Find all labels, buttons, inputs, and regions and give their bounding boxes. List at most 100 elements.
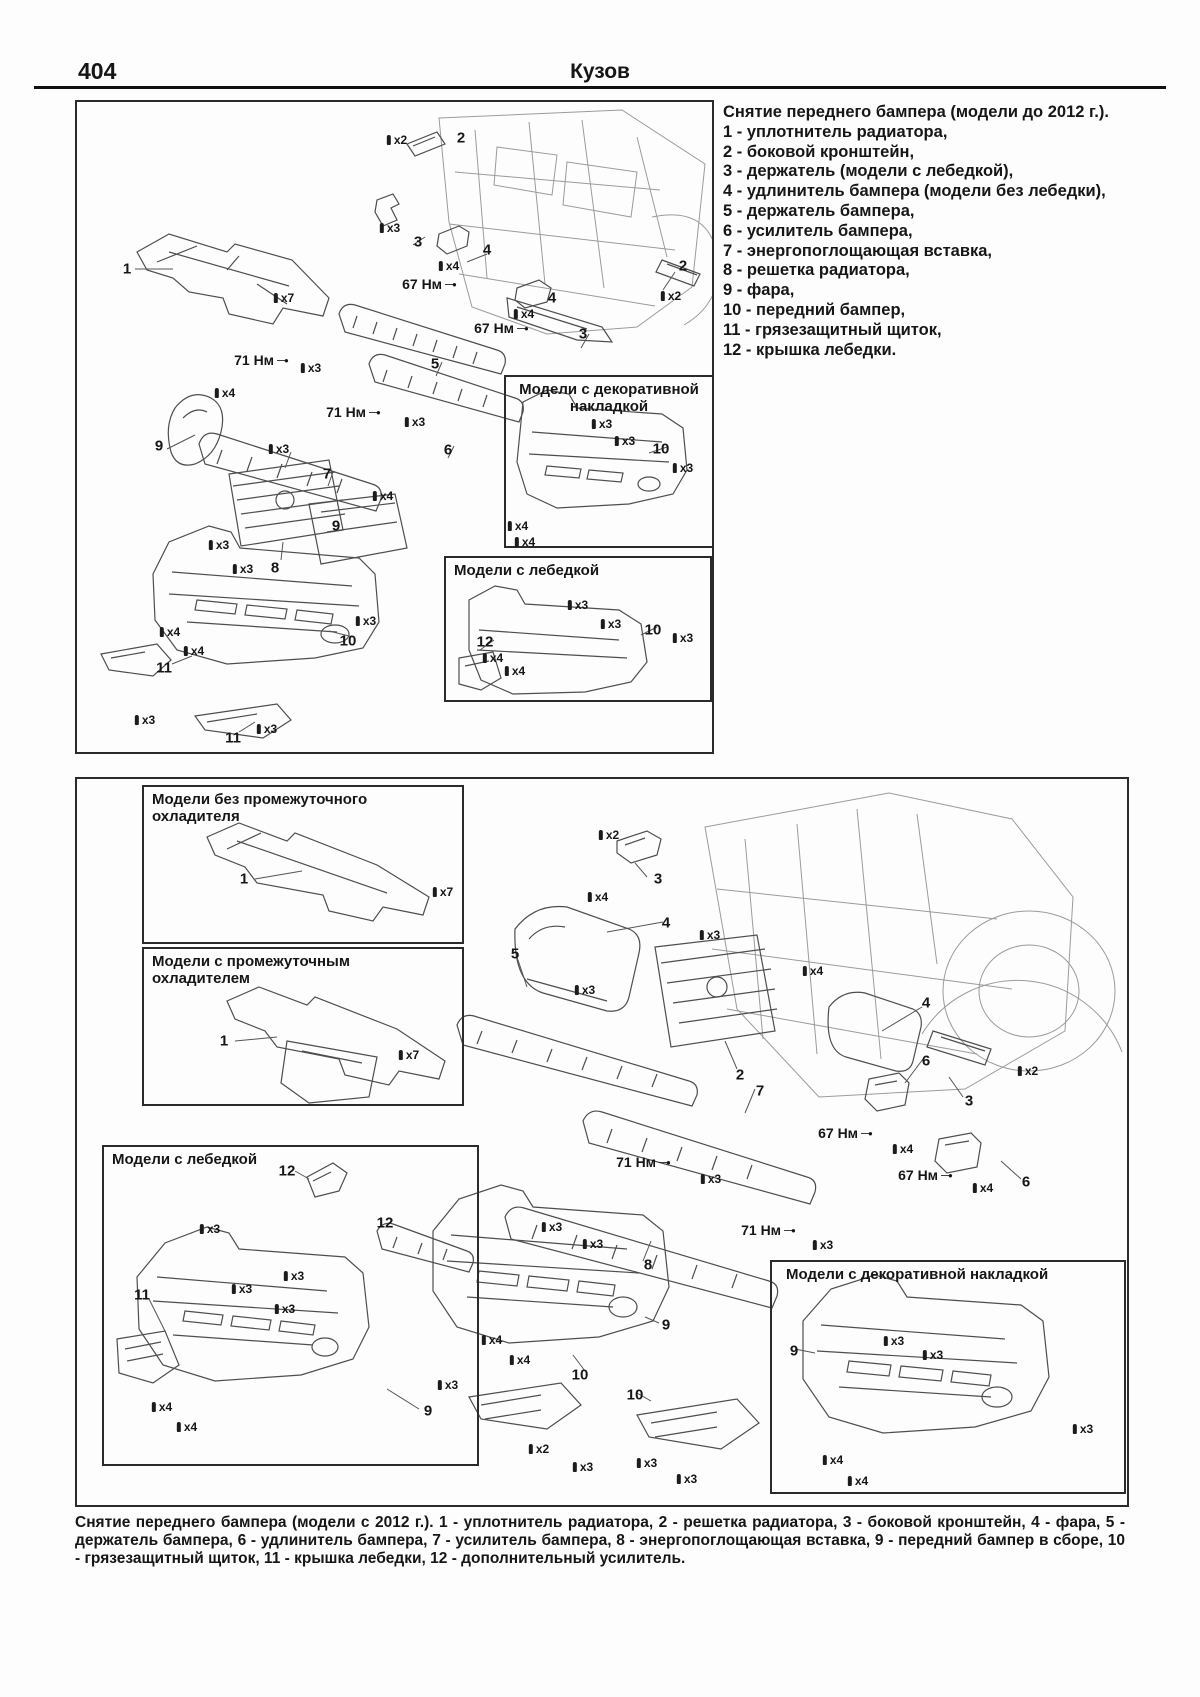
part-callout: 4: [547, 289, 557, 307]
part-callout: 1: [122, 260, 132, 278]
legend-item: 10 - передний бампер,: [723, 300, 906, 319]
fastener-count: x3: [284, 1269, 304, 1283]
part-callout: 6: [1021, 1173, 1031, 1191]
part-callout: 10: [644, 621, 662, 639]
fastener-count: x3: [673, 461, 693, 475]
part-callout: 9: [154, 437, 164, 455]
fastener-count: x3: [380, 221, 400, 235]
legend-item: 11 - грязезащитный щиток,: [723, 320, 942, 339]
part-callout: 11: [156, 659, 172, 677]
part-callout: 2: [735, 1066, 745, 1084]
fastener-count: x3: [813, 1238, 833, 1252]
inset-box-with-intercooler: Модели с промежуточным охладителем: [142, 947, 464, 1106]
legend-item: 8 - решетка радиатора,: [723, 261, 910, 280]
fastener-count: x3: [209, 538, 229, 552]
part-callout: 4: [482, 241, 492, 259]
legend-title: Снятие переднего бампера (модели до 2012…: [723, 103, 1109, 121]
exploded-figure-pre2012: Модели с декоративной накладкой Модели с…: [75, 100, 714, 754]
part-callout: 5: [510, 945, 520, 963]
figure-legend: Снятие переднего бампера (модели до 2012…: [723, 103, 1121, 360]
legend-item: 9 - фара,: [723, 281, 795, 300]
fastener-count: x2: [661, 289, 681, 303]
part-callout: 12: [476, 633, 494, 651]
part-callout: 6: [921, 1052, 931, 1070]
fastener-count: x4: [803, 964, 823, 978]
legend-item: 2 - боковой кронштейн,: [723, 142, 915, 161]
page-number: 404: [78, 58, 117, 84]
fastener-count: x3: [583, 1237, 603, 1251]
inset-box-decorative-trim-top: Модели с декоративной накладкой: [504, 375, 714, 548]
inset-title: Модели с декоративной накладкой: [519, 381, 699, 415]
part-callout: 1: [239, 870, 249, 888]
fastener-count: x4: [482, 1333, 502, 1347]
part-callout: 12: [376, 1214, 394, 1232]
inset-box-no-intercooler: Модели без промежуточного охладителя: [142, 785, 464, 944]
fastener-count: x4: [483, 651, 503, 665]
fastener-count: x4: [514, 307, 534, 321]
inset-title: Модели с промежуточным охладителем: [152, 953, 350, 987]
fastener-count: x3: [200, 1222, 220, 1236]
legend-item: 5 - держатель бампера,: [723, 201, 915, 220]
fastener-count: x3: [592, 417, 612, 431]
fastener-count: x3: [356, 614, 376, 628]
part-callout: 10: [339, 632, 357, 650]
fastener-count: x3: [135, 713, 155, 727]
fastener-count: x3: [673, 631, 693, 645]
fastener-count: x4: [848, 1474, 868, 1488]
part-callout: 10: [626, 1386, 644, 1404]
fastener-count: x4: [823, 1453, 843, 1467]
fastener-count: x3: [575, 983, 595, 997]
part-callout: 1: [219, 1032, 229, 1050]
part-callout: 3: [413, 233, 423, 251]
part-callout: 11: [134, 1286, 150, 1304]
fastener-count: x3: [615, 434, 635, 448]
part-callout: 6: [443, 441, 453, 459]
fastener-count: x7: [399, 1048, 419, 1062]
part-callout: 10: [652, 440, 670, 458]
part-callout: 9: [423, 1402, 433, 1420]
fastener-count: x3: [884, 1334, 904, 1348]
fastener-count: x2: [1018, 1064, 1038, 1078]
legend-item: 7 - энергопоглощающая вставка,: [723, 241, 992, 260]
torque-label: 71 Нм: [234, 352, 288, 368]
part-callout: 2: [678, 257, 688, 275]
legend-item: 1 - уплотнитель радиатора,: [723, 122, 948, 141]
torque-label: 67 Нм: [818, 1125, 872, 1141]
fastener-count: x4: [177, 1420, 197, 1434]
legend-item: 4 - удлинитель бампера (модели без лебед…: [723, 182, 1106, 201]
fastener-count: x4: [373, 489, 393, 503]
fastener-count: x4: [160, 625, 180, 639]
part-callout: 7: [755, 1082, 765, 1100]
fastener-count: x3: [573, 1460, 593, 1474]
fastener-count: x4: [588, 890, 608, 904]
fastener-count: x4: [215, 386, 235, 400]
fastener-count: x3: [233, 562, 253, 576]
inset-box-winch-top: Модели с лебедкой: [444, 556, 712, 702]
legend-item: 6 - усилитель бампера,: [723, 221, 913, 240]
part-callout: 4: [921, 994, 931, 1012]
fastener-count: x4: [505, 664, 525, 678]
legend-item: 12 - крышка лебедки.: [723, 340, 897, 359]
fastener-count: x4: [515, 535, 535, 549]
fastener-count: x4: [184, 644, 204, 658]
inset-title: Модели без промежуточного охладителя: [152, 791, 368, 825]
fastener-count: x3: [438, 1378, 458, 1392]
part-callout: 9: [331, 517, 341, 535]
fastener-count: x3: [701, 1172, 721, 1186]
fastener-count: x2: [529, 1442, 549, 1456]
fastener-count: x3: [542, 1220, 562, 1234]
header-rule: [34, 86, 1166, 89]
fastener-count: x3: [1073, 1422, 1093, 1436]
fastener-count: x3: [275, 1302, 295, 1316]
fastener-count: x7: [433, 885, 453, 899]
fastener-count: x4: [893, 1142, 913, 1156]
exploded-diagram-bottom: [116, 792, 1123, 1450]
fastener-count: x3: [232, 1282, 252, 1296]
fastener-count: x4: [152, 1400, 172, 1414]
torque-label: 67 Нм: [898, 1167, 952, 1183]
figure-caption: Снятие переднего бампера (модели с 2012 …: [75, 1514, 1125, 1568]
legend-item: 3 - держатель (модели с лебедкой),: [723, 162, 1014, 181]
part-callout: 5: [430, 355, 440, 373]
part-callout: 2: [456, 129, 466, 147]
